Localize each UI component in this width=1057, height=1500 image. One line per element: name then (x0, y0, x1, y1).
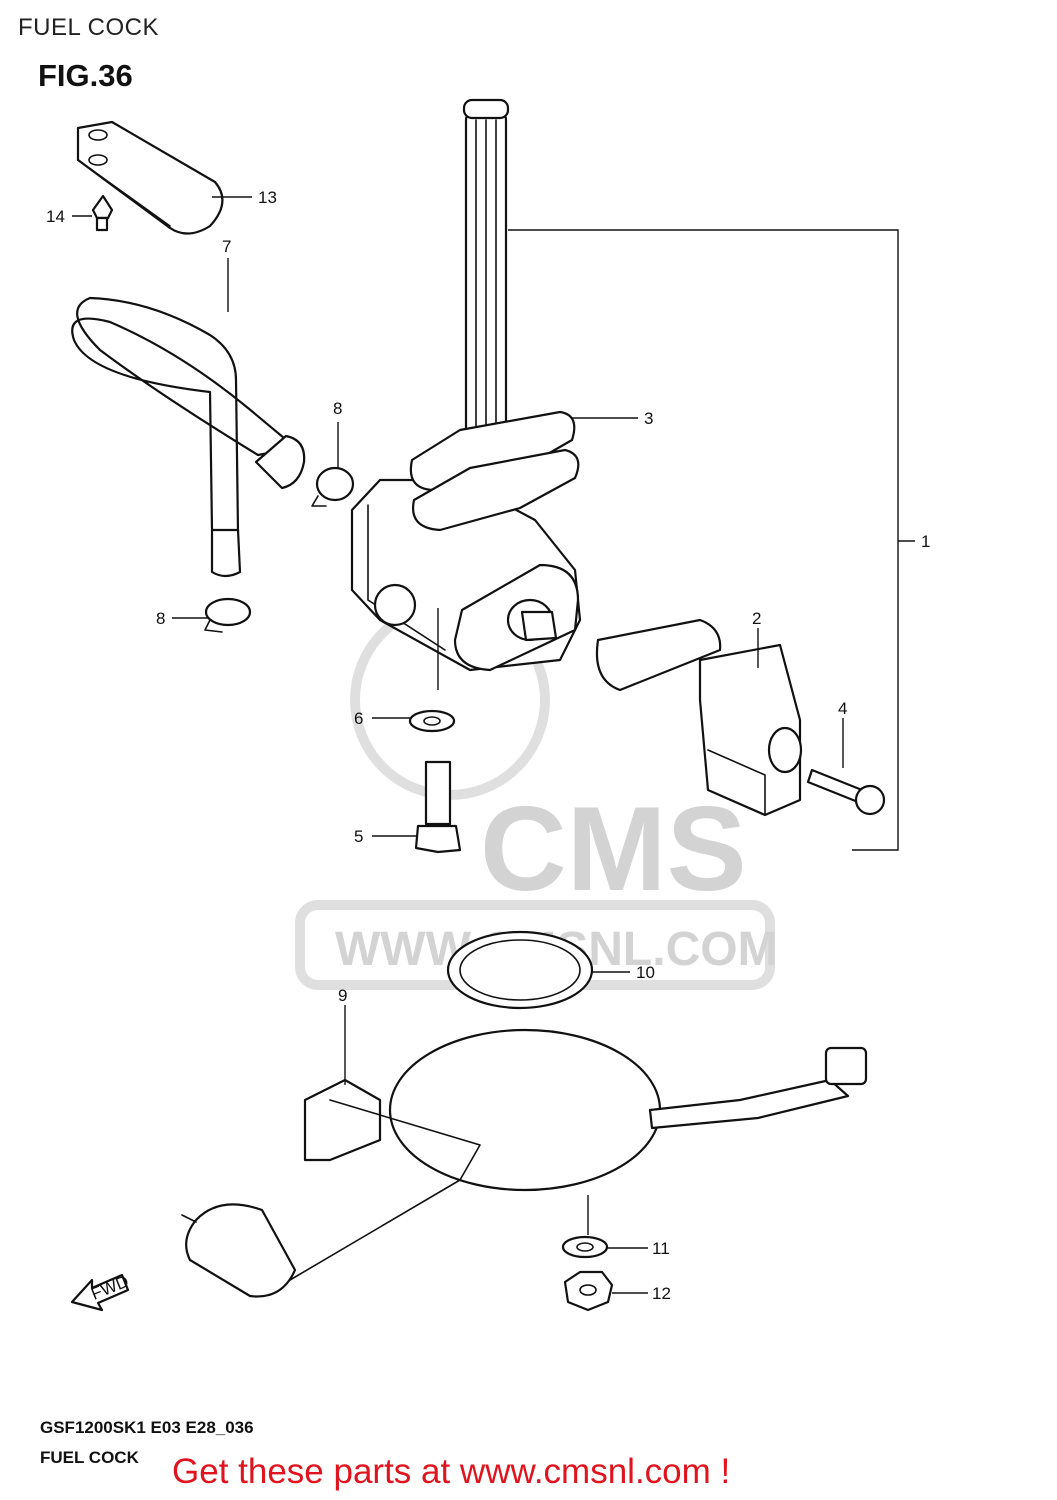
part-5-bolt (414, 760, 462, 854)
leader-lines (72, 196, 915, 1294)
cta-link-text[interactable]: Get these parts at www.cmsnl.com ! (172, 1452, 731, 1491)
callout-11: 11 (652, 1239, 670, 1258)
diagram-code: GSF1200SK1 E03 E28_036 (40, 1418, 254, 1437)
callout-6: 6 (354, 709, 363, 728)
part-11-washer (561, 1235, 609, 1259)
callout-12: 12 (652, 1284, 671, 1303)
figure-title: FIG.36 (38, 58, 133, 93)
callout-5: 5 (354, 827, 363, 846)
page-header-title: FUEL COCK (18, 14, 159, 41)
part-7-hose (71, 296, 306, 578)
callout-8-lower: 8 (156, 609, 165, 628)
part-2-lever (595, 618, 803, 817)
diagram-name: FUEL COCK (40, 1448, 139, 1467)
part-10-o-ring (446, 930, 594, 1010)
callout-4: 4 (838, 699, 847, 718)
callout-labels: 1 2 3 4 5 6 7 8 8 9 10 11 12 13 14 (46, 188, 930, 1303)
part-13-clamp (76, 120, 224, 235)
part-6-washer (408, 709, 456, 733)
callout-8-upper: 8 (333, 399, 342, 418)
part-12-nut (563, 1270, 614, 1312)
fwd-arrow-icon: FWD (70, 1272, 131, 1312)
callout-13: 13 (258, 188, 277, 207)
part-14-screw (91, 194, 114, 232)
callout-9: 9 (338, 986, 347, 1005)
callout-1: 1 (921, 532, 930, 551)
part-8-clamp-upper (311, 466, 355, 507)
fuel-filter-screen (462, 98, 510, 492)
callout-3: 3 (644, 409, 653, 428)
callout-2: 2 (752, 609, 761, 628)
part-3-gasket (409, 410, 580, 532)
callout-14: 14 (46, 207, 65, 226)
callout-10: 10 (636, 963, 655, 982)
fuel-cock-body (350, 478, 582, 672)
part-9-level-gauge (181, 1028, 868, 1298)
part-8-clamp-lower (204, 597, 252, 633)
watermark-brand: CMS (480, 782, 747, 916)
part-4-screw (806, 768, 886, 816)
callout-7: 7 (222, 237, 231, 256)
